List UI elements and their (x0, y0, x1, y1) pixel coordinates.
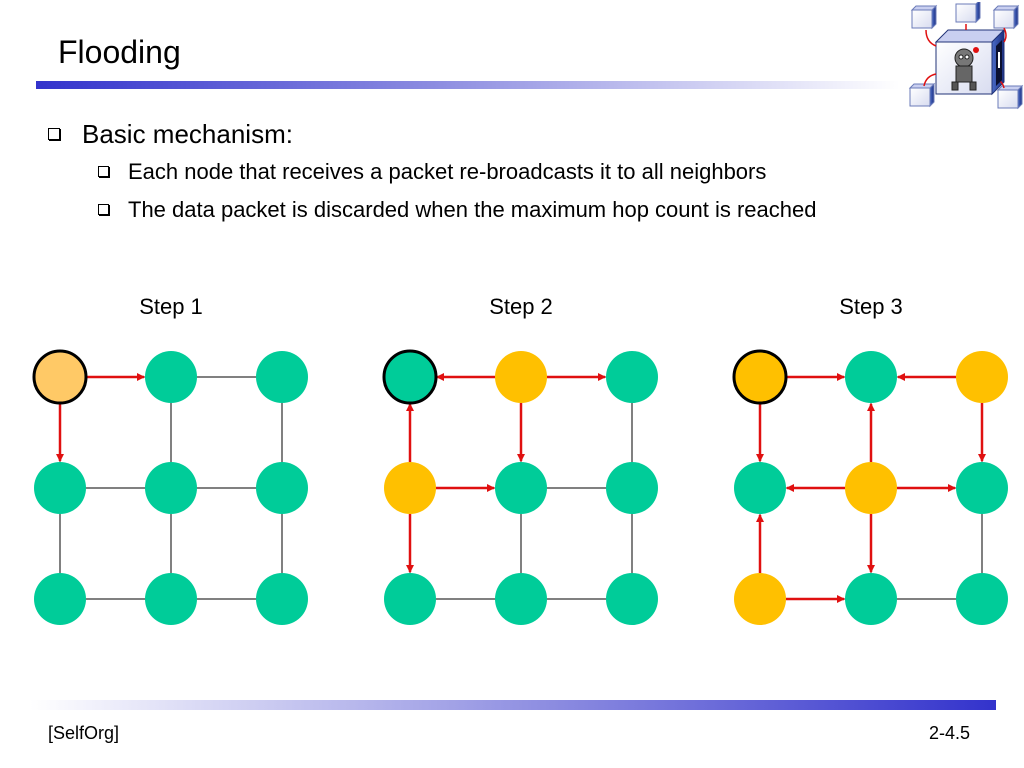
network-node (145, 573, 197, 625)
network-node (256, 573, 308, 625)
step-2-grid: Step 2 (382, 294, 658, 625)
footer-source: [SelfOrg] (48, 723, 120, 743)
title-underline-bar (36, 81, 900, 89)
step-1-grid: Step 1 (32, 294, 308, 625)
network-node (845, 462, 897, 514)
network-node (256, 351, 308, 403)
network-node (34, 462, 86, 514)
network-node (145, 351, 197, 403)
network-node (734, 573, 786, 625)
step-3-grid: Step 3 (732, 294, 1008, 625)
footer-page-number: 2-4.5 (928, 723, 970, 743)
network-node (845, 351, 897, 403)
network-node (495, 573, 547, 625)
sub-bullet-text: Each node that receives a packet re-broa… (128, 159, 767, 184)
source-node (732, 349, 788, 405)
network-node (606, 351, 658, 403)
source-node (32, 349, 88, 405)
slide-title: Flooding (58, 34, 181, 70)
step-label: Step 2 (489, 294, 553, 319)
network-node (734, 462, 786, 514)
sub-bullet-text: The data packet is discarded when the ma… (128, 197, 817, 222)
network-node (384, 573, 436, 625)
network-node (956, 351, 1008, 403)
footer-bar (30, 700, 996, 710)
step-label: Step 3 (839, 294, 903, 319)
bullet-box-icon (98, 204, 109, 215)
network-node (145, 462, 197, 514)
network-node (606, 462, 658, 514)
network-node (606, 573, 658, 625)
network-node (495, 462, 547, 514)
flooding-diagram: Step 1 Step 2 Step 3 (32, 294, 1008, 625)
bullet-text: Basic mechanism: (82, 119, 293, 149)
network-node (845, 573, 897, 625)
network-node (495, 351, 547, 403)
bullet-box-icon (48, 128, 60, 140)
network-node (956, 462, 1008, 514)
network-node (956, 573, 1008, 625)
network-node (34, 573, 86, 625)
bullet-box-icon (98, 166, 109, 177)
step-label: Step 1 (139, 294, 203, 319)
selforg-logo-icon (908, 2, 1024, 110)
source-node (382, 349, 438, 405)
network-node (384, 462, 436, 514)
network-node (256, 462, 308, 514)
